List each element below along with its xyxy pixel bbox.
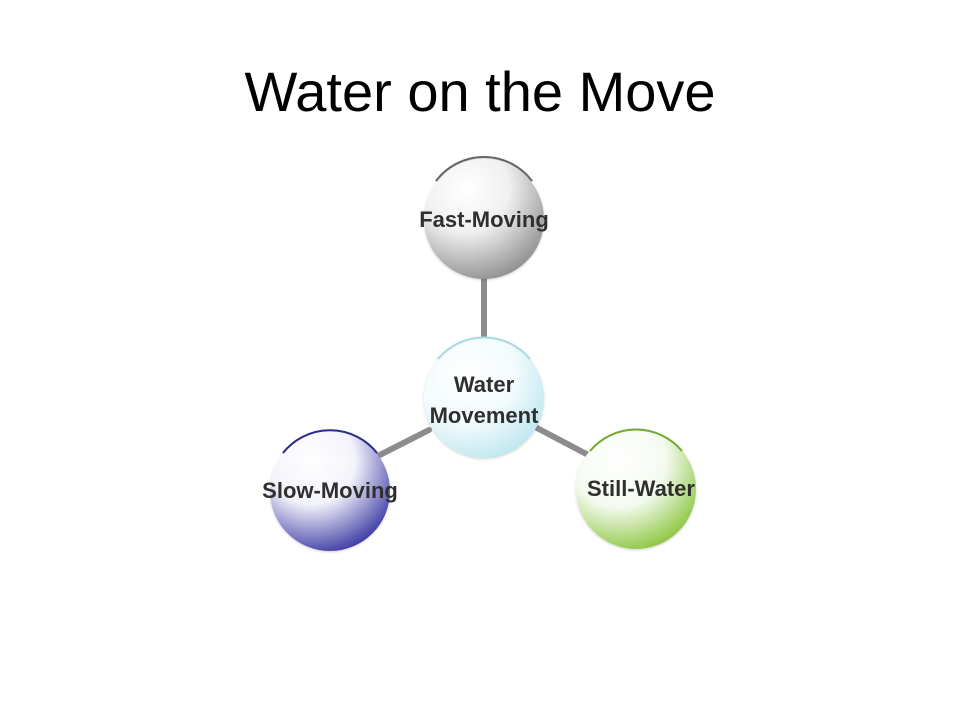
node-left — [270, 429, 390, 551]
node-center-label-line2: Movement — [430, 403, 539, 428]
connector-left — [369, 427, 432, 462]
node-top — [424, 156, 544, 279]
node-center — [424, 336, 544, 458]
node-right-label: Still-Water — [587, 476, 695, 501]
node-top-label: Fast-Moving — [419, 207, 549, 232]
slide-title: Water on the Move — [244, 60, 716, 123]
node-right — [576, 428, 696, 549]
node-left-label: Slow-Moving — [262, 478, 398, 503]
node-center-label-line1: Water — [454, 372, 515, 397]
connector-right — [534, 425, 597, 461]
